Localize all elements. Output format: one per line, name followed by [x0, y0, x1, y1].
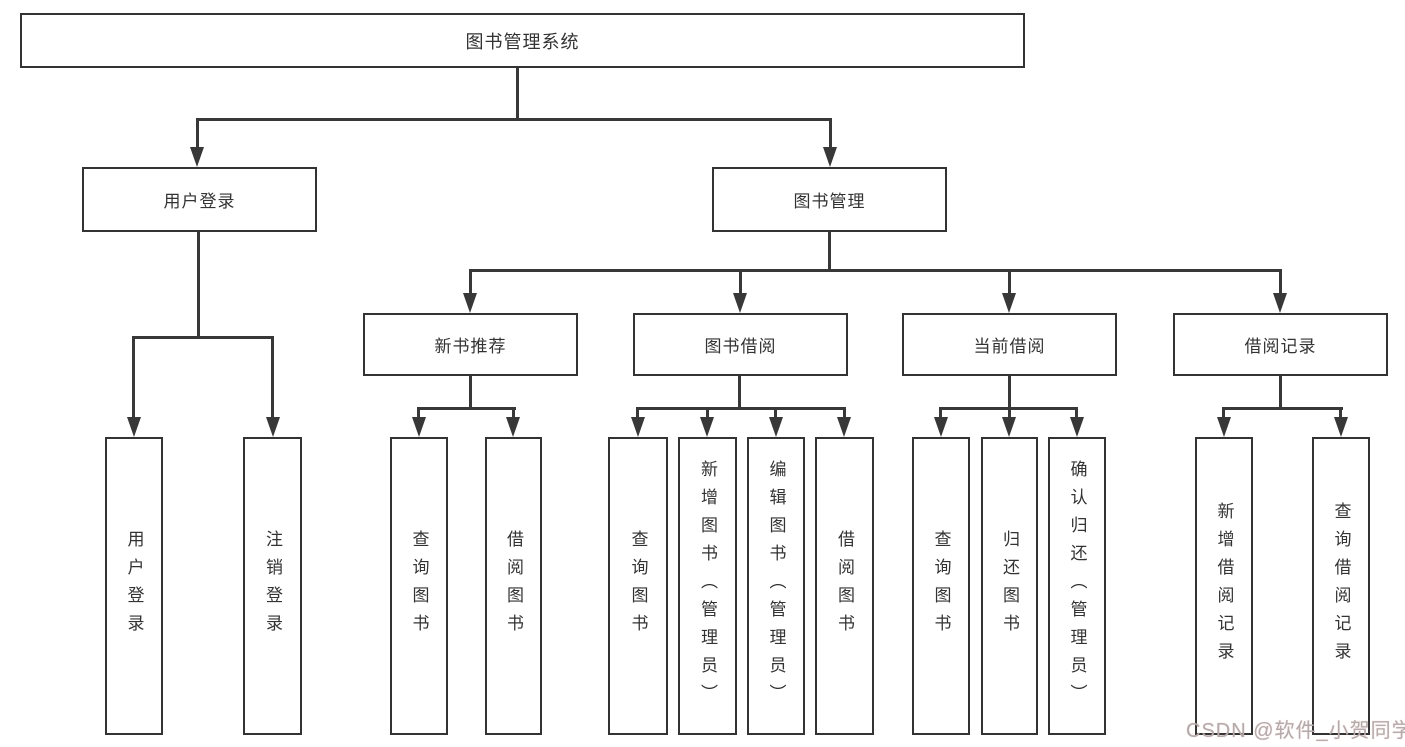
arrow-down-icon: [1273, 293, 1287, 313]
leaf-br-query-record-label: 查询借阅记录: [1331, 502, 1351, 670]
arrow-down-icon: [463, 293, 477, 313]
node-book-management-label: 图书管理: [793, 192, 866, 211]
connector-line: [829, 118, 832, 150]
arrow-down-icon: [769, 417, 783, 437]
connector-line: [738, 376, 741, 410]
leaf-br-query-record: 查询借阅记录: [1312, 437, 1370, 735]
arrow-down-icon: [190, 147, 204, 167]
connector-line: [1075, 407, 1078, 419]
connector-line: [132, 336, 274, 339]
node-borrow-records-label: 借阅记录: [1244, 337, 1317, 356]
leaf-bb-query-book-label: 查询图书: [628, 530, 648, 642]
connector-line: [132, 336, 135, 419]
node-new-book-recommend: 新书推荐: [363, 313, 578, 376]
connector-line: [196, 118, 832, 121]
arrow-down-icon: [1002, 417, 1016, 437]
arrow-down-icon: [837, 417, 851, 437]
arrow-down-icon: [506, 417, 520, 437]
connector-line: [1279, 376, 1282, 410]
leaf-cb-query-book: 查询图书: [912, 437, 970, 735]
arrow-down-icon: [1217, 417, 1231, 437]
connector-line: [636, 407, 639, 419]
connector-line: [516, 68, 519, 120]
connector-line: [469, 269, 472, 295]
node-borrow-records: 借阅记录: [1173, 313, 1388, 376]
leaf-br-add-record: 新增借阅记录: [1195, 437, 1253, 735]
connector-line: [417, 407, 420, 419]
connector-line: [417, 407, 516, 410]
leaf-nbr-borrow-book: 借阅图书: [485, 437, 542, 735]
leaf-br-add-record-label: 新增借阅记录: [1214, 502, 1234, 670]
leaf-login-user-label: 用户登录: [124, 530, 144, 642]
node-root: 图书管理系统: [20, 13, 1025, 68]
node-book-borrow: 图书借阅: [633, 313, 848, 376]
leaf-login-logout-label: 注销登录: [263, 530, 282, 642]
leaf-bb-borrow-book: 借阅图书: [815, 437, 874, 735]
node-current-borrow-label: 当前借阅: [973, 337, 1046, 356]
node-book-management: 图书管理: [712, 167, 947, 232]
arrow-down-icon: [266, 417, 280, 437]
leaf-nbr-query-book: 查询图书: [390, 437, 448, 735]
leaf-cb-return-book: 归还图书: [981, 437, 1038, 735]
arrow-down-icon: [700, 417, 714, 437]
arrow-down-icon: [823, 147, 837, 167]
connector-line: [828, 232, 831, 272]
leaf-nbr-query-book-label: 查询图书: [409, 530, 429, 642]
node-user-login: 用户登录: [82, 167, 317, 232]
csdn-watermark: CSDN @软件_小贺同学: [1186, 720, 1405, 742]
node-new-book-recommend-label: 新书推荐: [434, 337, 507, 356]
connector-line: [939, 407, 942, 419]
connector-line: [706, 407, 709, 419]
node-root-label: 图书管理系统: [465, 31, 580, 52]
leaf-cb-confirm-return-admin-label: 确认归还（管理员）: [1067, 460, 1087, 712]
node-book-borrow-label: 图书借阅: [704, 337, 777, 356]
arrow-down-icon: [1334, 417, 1348, 437]
connector-line: [843, 407, 846, 419]
leaf-nbr-borrow-book-label: 借阅图书: [504, 530, 523, 642]
leaf-bb-edit-book-admin-label: 编辑图书（管理员）: [766, 460, 786, 712]
node-user-login-label: 用户登录: [163, 192, 236, 211]
connector-line: [739, 269, 742, 295]
connector-line: [1279, 269, 1282, 295]
leaf-bb-edit-book-admin: 编辑图书（管理员）: [747, 437, 805, 735]
connector-line: [1008, 269, 1011, 295]
connector-line: [271, 336, 274, 419]
connector-line: [469, 376, 472, 410]
connector-line: [196, 118, 199, 150]
leaf-bb-query-book: 查询图书: [608, 437, 668, 735]
connector-line: [636, 407, 846, 410]
connector-line: [1008, 407, 1011, 419]
arrow-down-icon: [733, 293, 747, 313]
arrow-down-icon: [127, 417, 141, 437]
connector-line: [1339, 407, 1342, 419]
leaf-login-logout: 注销登录: [243, 437, 302, 735]
leaf-login-user: 用户登录: [105, 437, 163, 735]
connector-line: [1008, 376, 1011, 410]
leaf-cb-confirm-return-admin: 确认归还（管理员）: [1048, 437, 1106, 735]
leaf-bb-add-book-admin-label: 新增图书（管理员）: [698, 460, 717, 712]
connector-line: [774, 407, 777, 419]
node-current-borrow: 当前借阅: [902, 313, 1117, 376]
connector-line: [512, 407, 515, 419]
arrow-down-icon: [412, 417, 426, 437]
arrow-down-icon: [631, 417, 645, 437]
connector-line: [1222, 407, 1225, 419]
leaf-cb-return-book-label: 归还图书: [1000, 530, 1019, 642]
connector-line: [197, 232, 200, 339]
leaf-bb-add-book-admin: 新增图书（管理员）: [678, 437, 737, 735]
arrow-down-icon: [934, 417, 948, 437]
leaf-cb-query-book-label: 查询图书: [931, 530, 951, 642]
connector-line: [1222, 407, 1343, 410]
leaf-bb-borrow-book-label: 借阅图书: [835, 530, 854, 642]
arrow-down-icon: [1070, 417, 1084, 437]
arrow-down-icon: [1002, 293, 1016, 313]
connector-line: [469, 269, 1282, 272]
